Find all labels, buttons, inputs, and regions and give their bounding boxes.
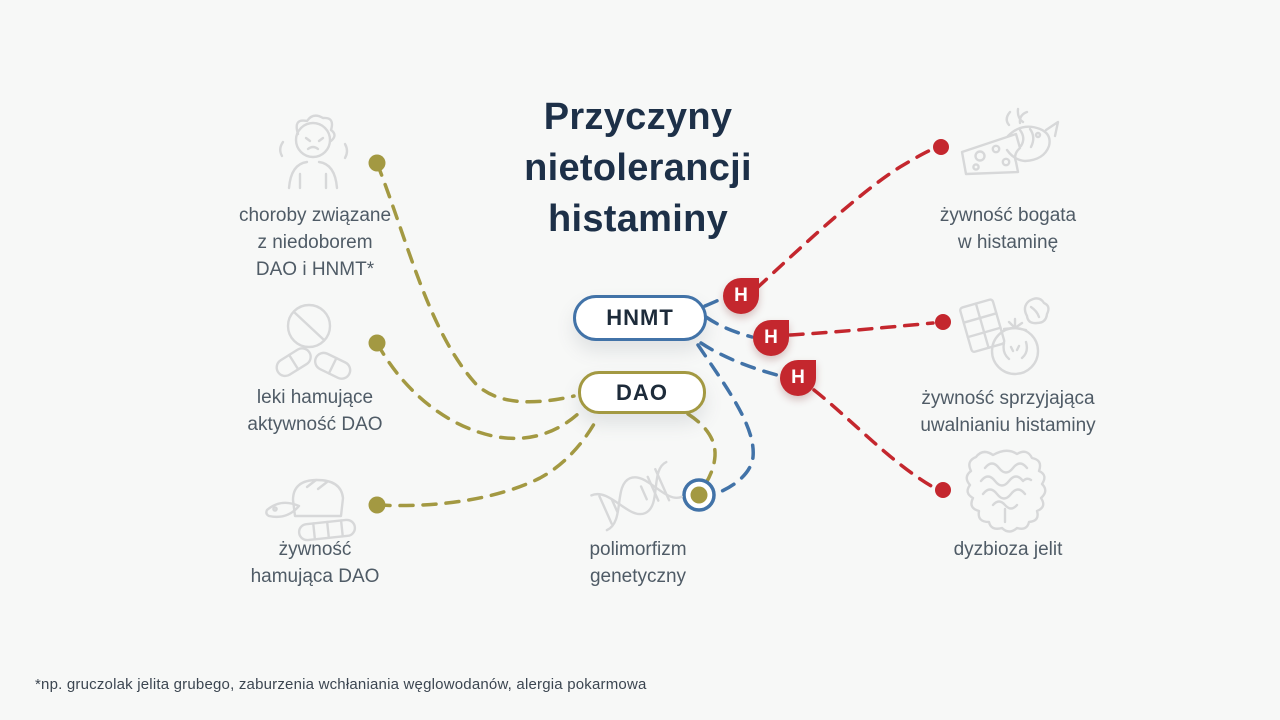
endpoint-dot-dysbiosis [935, 482, 951, 498]
label-line: DAO i HNMT* [255, 259, 375, 280]
node-hnmt: HNMT [573, 295, 707, 341]
endpoint-dot-food-dao [368, 496, 386, 514]
intestines-icon [963, 443, 1048, 538]
chocolate-tomato-icon [951, 291, 1061, 386]
title-line: histaminy [547, 198, 729, 240]
title-line: Przyczyny [543, 96, 733, 138]
dna-icon [582, 455, 692, 540]
label-line: dyzbioza jelit [953, 539, 1063, 560]
node-dao-label: DAO [616, 379, 668, 405]
endpoint-dot-deficiency [368, 154, 386, 172]
label-line: aktywność DAO [247, 414, 383, 435]
node-dao: DAO [578, 371, 706, 414]
cause-label-deficiency: choroby związane z niedoborem DAO i HNMT… [190, 202, 440, 283]
cheese-fish-icon [952, 102, 1062, 202]
dashed-connector-deficiency-to-dao [375, 161, 576, 404]
dashed-connector-hnmt-to-droplet3 [699, 341, 779, 377]
node-hnmt-label: HNMT [606, 305, 674, 330]
histamine-droplet-icon: H [780, 360, 816, 396]
dashed-connector-food-to-dao [375, 415, 600, 508]
label-line: żywność bogata [939, 205, 1077, 226]
cause-label-liberator-food: żywność sprzyjająca uwalnianiu histaminy [883, 385, 1133, 439]
page-title: Przyczyny nietolerancji histaminy [420, 92, 856, 245]
dashed-connector-droplet2-to-liberator-food [788, 321, 935, 337]
label-line: polimorfizm [589, 539, 687, 560]
label-line: genetyczny [589, 566, 687, 587]
dashed-connector-hnmt-to-droplet1 [703, 295, 727, 308]
label-line: choroby związane [238, 205, 392, 226]
cause-label-polymorphism: polimorfizm genetyczny [513, 536, 763, 590]
label-line: uwalnianiu histaminy [920, 415, 1096, 436]
pills-icon [269, 300, 357, 388]
fish-bread-sausage-icon [261, 456, 366, 546]
label-line: żywność [278, 539, 352, 560]
histamine-droplet-icon: H [753, 320, 789, 356]
cause-label-food-dao: żywność hamująca DAO [190, 536, 440, 590]
dashed-connector-droplet1-to-rich-food [755, 147, 935, 290]
label-line: z niedoborem [257, 232, 373, 253]
endpoint-dot-polymorphism-core [690, 486, 708, 504]
dashed-connector-hnmt-to-droplet2 [704, 315, 754, 339]
histamine-droplet-letter: H [791, 367, 805, 388]
cause-label-rich-food: żywność bogata w histaminę [883, 202, 1133, 256]
title-line: nietolerancji [524, 147, 752, 189]
dashed-connector-droplet3-to-dysbiosis [812, 388, 935, 489]
label-line: hamująca DAO [250, 566, 380, 587]
dashed-connector-drugs-to-dao [375, 341, 582, 441]
sick-person-icon [267, 108, 359, 200]
label-line: w histaminę [957, 232, 1059, 253]
endpoint-dot-drugs [368, 334, 386, 352]
histamine-droplet-icon: H [723, 278, 759, 314]
cause-label-dysbiosis: dyzbioza jelit [883, 536, 1133, 563]
histamine-droplet-letter: H [734, 285, 748, 306]
dashed-connector-hnmt-to-polymorphism [696, 343, 755, 496]
label-line: leki hamujące [256, 387, 374, 408]
endpoint-dot-rich-food [933, 139, 949, 155]
cause-label-drugs: leki hamujące aktywność DAO [190, 384, 440, 438]
footnote: *np. gruczolak jelita grubego, zaburzeni… [35, 676, 647, 693]
endpoint-dot-liberator-food [935, 314, 951, 330]
histamine-droplet-letter: H [764, 327, 778, 348]
label-line: żywność sprzyjająca [921, 388, 1095, 409]
